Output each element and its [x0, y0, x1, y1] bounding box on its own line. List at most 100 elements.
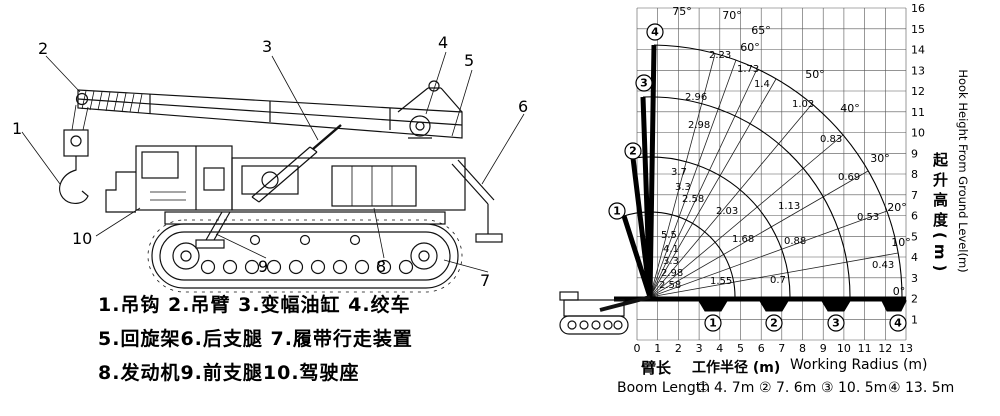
legend-line-1: 1.吊钩 2.吊臂 3.变幅油缸 4.绞车: [98, 294, 411, 316]
x-tick-label: 9: [820, 342, 827, 355]
hook-drawing: [59, 129, 89, 204]
capacity-value: 1.68: [732, 234, 754, 245]
capacity-value: 2.96: [685, 92, 707, 103]
y-tick-label: 8: [911, 168, 918, 181]
boom-tip-marker-number: 3: [640, 77, 648, 90]
radius-marker-circle: [765, 314, 783, 332]
boom-tip-marker-circle: [646, 23, 664, 41]
part-number-label: 10: [72, 229, 92, 248]
legend-line-3: 8.发动机9.前支腿10.驾驶座: [98, 362, 360, 384]
chart-grid: [636, 7, 907, 341]
capacity-value: 1.73: [737, 64, 759, 75]
y-tick-label: 3: [911, 272, 918, 285]
capacity-value: 3.7: [671, 167, 687, 178]
y-tick-label: 15: [911, 23, 925, 36]
part-number-label: 5: [464, 51, 474, 70]
capacity-value: 1.4: [754, 79, 770, 90]
x-tick-label: 3: [696, 342, 703, 355]
radius-marker-number: 3: [832, 317, 840, 330]
y-tick-label: 7: [911, 189, 918, 202]
crawler-track-drawing: [147, 219, 463, 293]
front-outrigger-drawing: [195, 211, 231, 249]
part-number-label: 8: [376, 257, 386, 276]
y-tick-label: 4: [911, 251, 918, 264]
part-number-label: 1: [12, 119, 22, 138]
y-axis-title-cn: 起升高度(m): [931, 152, 949, 277]
part-number-label: 9: [258, 257, 268, 276]
boom-position-lines: [621, 44, 657, 298]
y-tick-label: 11: [911, 106, 925, 119]
y-tick-label: 1: [911, 313, 918, 326]
carbody-drawing: [164, 211, 446, 225]
boom-angle-label: 65°: [751, 24, 771, 37]
capacity-value: 3.3: [675, 182, 691, 193]
crane-drawing: 1 2 3 45 6 7 8 9 10: [12, 33, 528, 293]
angle-fan-lines: [649, 53, 902, 298]
capacity-value: 2.98: [661, 268, 683, 279]
engine-drawing: [331, 165, 417, 207]
part-number-label: 7: [480, 271, 490, 290]
boom-length-item-3: ③ 10. 5m: [821, 380, 888, 396]
y-tick-label: 5: [911, 230, 918, 243]
part-number-label: 6: [518, 97, 528, 116]
boom-angle-labels: 75°70°65°60°50°40°30°20°10°0°: [672, 5, 911, 298]
y-tick-label: 9: [911, 147, 918, 160]
legend-line-2: 5.回旋架6.后支腿 7.履带行走装置: [98, 328, 413, 350]
x-tick-label: 13: [899, 342, 913, 355]
capacity-value: 2.98: [688, 120, 710, 131]
cab-drawing: [105, 145, 233, 213]
capacity-value: 2.23: [709, 50, 731, 61]
boom-length-item-2: ② 7. 6m: [759, 380, 817, 396]
boom-tip-marker-number: 1: [613, 205, 621, 218]
part-number-label: 3: [262, 37, 272, 56]
x-tick-label: 1: [654, 342, 661, 355]
boom-angle-label: 10°: [891, 236, 911, 249]
radius-marker-number: 4: [894, 317, 902, 330]
capacity-value: 5.5: [661, 230, 677, 241]
radius-marker-circle: [827, 314, 845, 332]
parts-legend: 1.吊钩 2.吊臂 3.变幅油缸 4.绞车 5.回旋架6.后支腿 7.履带行走装…: [98, 288, 498, 390]
boom-angle-label: 70°: [722, 9, 742, 22]
capacity-value: 1.55: [710, 276, 732, 287]
radius-marker-number: 1: [709, 317, 717, 330]
outrigger-pads: [698, 300, 907, 312]
boom-angle-label: 50°: [805, 68, 825, 81]
boom-tip-marker-circle: [635, 74, 653, 92]
boom-tip-markers: 1 2 3 4: [608, 23, 664, 220]
capacity-value: 0.7: [770, 275, 786, 286]
x-tick-label: 5: [737, 342, 744, 355]
x-tick-label: 4: [716, 342, 723, 355]
radius-marker-circle: [889, 314, 907, 332]
boom-length-label-cn: 臂长: [641, 359, 672, 377]
part-number-label: 2: [38, 39, 48, 58]
y-tick-label: 10: [911, 127, 925, 140]
boom-angle-label: 40°: [840, 102, 860, 115]
y-tick-label: 16: [911, 2, 925, 15]
boom-drawing: [71, 89, 463, 139]
y-tick-label: 2: [911, 293, 918, 306]
y-tick-label: 14: [911, 44, 925, 57]
leader-lines: [21, 51, 525, 273]
y-tick-label: 13: [911, 64, 925, 77]
boom-tip-marker-number: 2: [629, 145, 637, 158]
boom-tip-marker-number: 4: [651, 26, 659, 39]
boom-tip-marker-circle: [624, 142, 642, 160]
x-tick-label: 2: [675, 342, 682, 355]
x-tick-label: 10: [837, 342, 851, 355]
x-axis-title-cn: 工作半径 (m): [692, 360, 781, 376]
capacity-value: 1.13: [778, 201, 800, 212]
capacity-value: 2.58: [659, 280, 681, 291]
y-axis-title-en: Hook Height From Ground Level(m): [956, 69, 970, 273]
boom-length-item-4: ④ 13. 5m: [888, 380, 955, 396]
x-tick-label: 6: [758, 342, 765, 355]
part-number-label: 4: [438, 33, 448, 52]
boom-angle-label: 20°: [887, 201, 907, 214]
mini-crane-drawing: [559, 291, 651, 335]
